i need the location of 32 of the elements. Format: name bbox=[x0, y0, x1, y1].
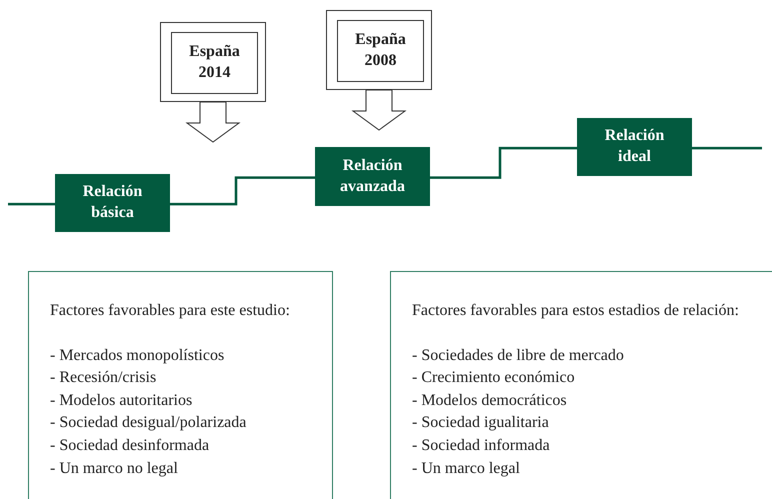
step-line bbox=[170, 176, 315, 206]
callout-label: España 2008 bbox=[354, 30, 407, 71]
callout-label: España 2014 bbox=[188, 42, 241, 83]
list-item: - Sociedad igualitaria bbox=[412, 413, 549, 434]
block-arrow bbox=[351, 90, 407, 131]
list-item: - Mercados monopolísticos bbox=[50, 346, 224, 366]
stage-box bbox=[55, 174, 170, 232]
step-line bbox=[430, 146, 577, 179]
list-item: - Sociedad desigual/polarizada bbox=[50, 413, 246, 434]
panel-heading: Factores favorables para este estudio: bbox=[50, 301, 290, 321]
step-line bbox=[692, 146, 762, 150]
stage-label: Relación básica bbox=[82, 182, 144, 223]
stage-box bbox=[315, 147, 430, 206]
factors-panel bbox=[28, 271, 333, 499]
list-item: - Sociedad informada bbox=[412, 436, 550, 456]
list-item: - Sociedad desinformada bbox=[50, 436, 210, 456]
list-item: - Crecimiento económico bbox=[412, 368, 575, 388]
stage-label: Relación avanzada bbox=[339, 156, 406, 196]
callout-frame bbox=[160, 22, 266, 102]
list-item: - Modelos democráticos bbox=[412, 390, 567, 411]
stage-label: Relación ideal bbox=[604, 126, 666, 167]
list-item: - Un marco no legal bbox=[50, 458, 178, 479]
callout-frame bbox=[326, 10, 432, 90]
block-arrow bbox=[185, 102, 241, 143]
stage-box bbox=[577, 118, 692, 176]
panel-heading: Factores favorables para estos estadios de relación: bbox=[412, 301, 739, 321]
list-item: - Recesión/crisis bbox=[50, 368, 156, 388]
list-item: - Sociedades de libre de mercado bbox=[412, 346, 624, 366]
list-item: - Un marco legal bbox=[412, 458, 520, 479]
step-line bbox=[8, 202, 55, 206]
list-item: - Modelos autoritarios bbox=[50, 390, 192, 411]
factors-panel bbox=[390, 271, 772, 499]
